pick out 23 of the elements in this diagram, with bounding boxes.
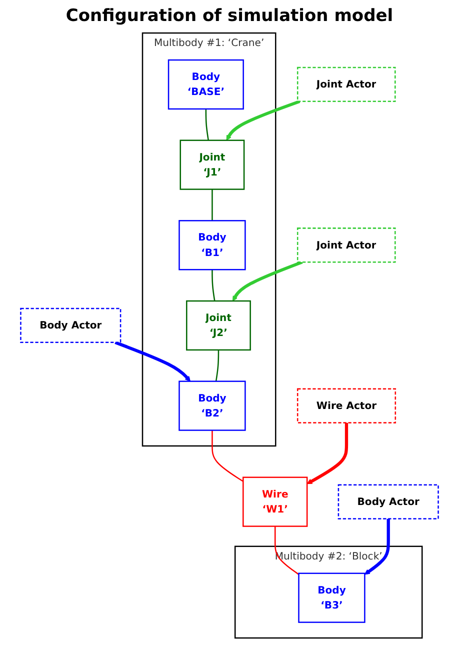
connector <box>212 430 244 482</box>
node-box: Body ‘B3’ <box>298 572 366 623</box>
node-box: Joint Actor <box>296 66 396 102</box>
node-box: Joint ‘J2’ <box>186 300 251 351</box>
connector <box>212 189 213 221</box>
node-box: Wire ‘W1’ <box>242 476 308 527</box>
connector <box>212 270 216 302</box>
arrow <box>306 422 348 484</box>
node-box: Body Actor <box>338 484 439 520</box>
connector <box>215 350 220 382</box>
node-box: Wire Actor <box>296 388 396 424</box>
node-box: Body ‘B1’ <box>178 220 246 270</box>
arrow <box>364 518 390 575</box>
connector <box>205 108 209 140</box>
diagram-title: Configuration of simulation model <box>64 6 394 26</box>
node-box: Joint Actor <box>296 228 396 263</box>
arrow <box>232 260 303 302</box>
node-box: Body ‘B2’ <box>178 380 246 431</box>
node-box: Body ‘BASE’ <box>168 59 244 110</box>
arrow <box>114 340 191 382</box>
node-box: Body Actor <box>20 308 122 344</box>
arrow <box>226 100 300 141</box>
node-box: Joint ‘J1’ <box>180 140 245 190</box>
